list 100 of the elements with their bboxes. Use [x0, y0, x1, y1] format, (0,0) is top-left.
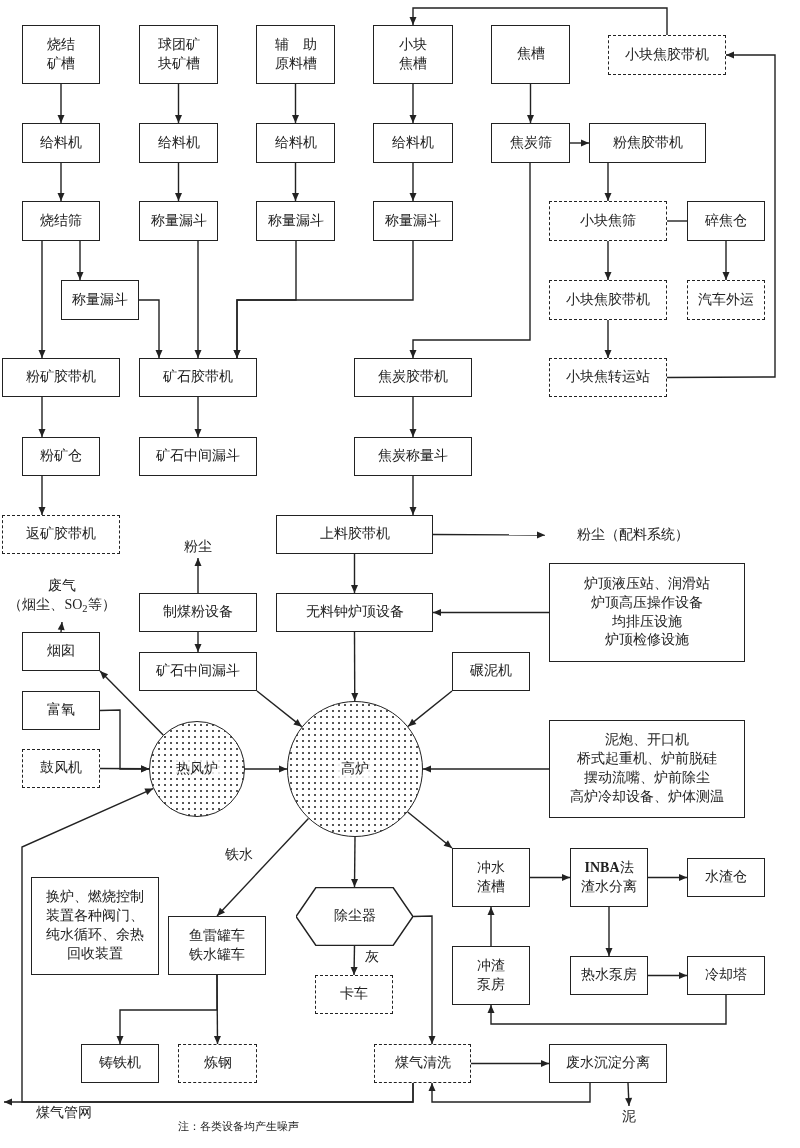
node-label: 桥式起重机、炉前脱硅 [577, 750, 717, 769]
node-label: 称量漏斗 [385, 211, 441, 230]
process-box [31, 877, 159, 975]
dashed-process-box [2, 515, 120, 554]
node-label: 废水沉淀分离 [566, 1054, 650, 1073]
node-label: 返矿胶带机 [26, 525, 96, 544]
process-box [139, 437, 257, 476]
arrow [351, 631, 359, 702]
node-label: 制煤粉设备 [163, 603, 233, 622]
output-label: 废气 [48, 577, 76, 596]
node-label: 辅 助原料槽 [273, 35, 318, 73]
arrow [409, 475, 417, 516]
node-label: 泥炮、开口机 [605, 731, 689, 750]
arrow [99, 670, 164, 736]
node-label: 称量漏斗 [150, 211, 207, 230]
arrow [292, 83, 299, 124]
dashed-process-box [374, 1044, 471, 1083]
process-box [570, 848, 648, 907]
node-label: 均排压设施 [612, 612, 682, 631]
arrow [76, 240, 84, 281]
arrow [432, 531, 546, 539]
arrow [407, 690, 453, 728]
node-label: 粉焦胶带机 [612, 133, 683, 152]
node-label: 上料胶带机 [319, 525, 390, 544]
node-label: 除尘器 [333, 907, 376, 926]
arrow [138, 299, 163, 359]
process-box [687, 858, 765, 897]
arrow [351, 553, 358, 594]
arrow [428, 1082, 591, 1103]
node-label: 无料钟炉顶设备 [305, 603, 404, 622]
node-label: 烧结矿槽 [46, 35, 76, 73]
node-label: 小块焦胶带机 [566, 290, 650, 309]
output-label: 粉尘（配料系统） [576, 525, 689, 544]
process-box [549, 1044, 667, 1083]
connector-line [666, 220, 688, 222]
process-box [139, 652, 257, 691]
node-label: 称量漏斗 [267, 211, 324, 230]
process-box [22, 691, 100, 730]
node-label: 称量漏斗 [72, 290, 128, 309]
node-label: 摆动流嘴、炉前除尘 [584, 769, 710, 787]
output-label: 粉尘 [184, 537, 212, 556]
process-box [373, 123, 453, 163]
arrow [21, 787, 414, 1103]
node-label: 烧结筛 [40, 211, 82, 230]
note-text: 煤气管网 [36, 1106, 92, 1120]
process-box [256, 201, 335, 241]
arrow [256, 690, 303, 728]
node-label: 焦炭胶带机 [378, 368, 448, 387]
arrow [57, 83, 65, 124]
process-box [61, 280, 139, 320]
arrow [409, 162, 531, 359]
node-label: 高炉 [337, 759, 373, 779]
arrow [529, 874, 571, 881]
process-box [276, 593, 433, 632]
arrow [194, 557, 202, 594]
arrow [99, 709, 150, 773]
process-box [22, 201, 100, 241]
process-box [2, 358, 120, 397]
dashed-process-box [22, 749, 100, 788]
arrow [647, 972, 688, 979]
node-label: 卡车 [340, 985, 368, 1004]
node-label: 炼钢 [203, 1054, 232, 1073]
arrow [175, 162, 182, 202]
arrow [569, 139, 590, 147]
process-box [256, 25, 335, 84]
node-label: 热水泵房 [581, 966, 637, 985]
node-label: 铸铁机 [99, 1054, 141, 1073]
node-label: 鼓风机 [40, 759, 82, 778]
arrow [350, 945, 358, 976]
process-box [570, 956, 648, 995]
process-box [22, 123, 100, 163]
process-box [139, 358, 257, 397]
arrow [99, 765, 150, 773]
arrow [38, 396, 46, 438]
node-label: 粉矿仓 [40, 447, 82, 466]
arrow [432, 609, 550, 616]
node-label: 冷却塔 [705, 966, 747, 985]
dashed-process-box [687, 280, 765, 320]
arrow [722, 240, 730, 281]
node-label: 小块焦转运站 [566, 368, 650, 387]
dashed-process-box [549, 280, 667, 320]
process-box [491, 25, 570, 84]
note-text: 注：各类设备均产生噪声 [178, 1121, 299, 1132]
node-label: 铁水罐车 [189, 945, 245, 964]
process-box [354, 437, 472, 476]
arrow [487, 906, 495, 947]
arrow [292, 162, 299, 202]
output-label: （烟尘、SO$_{2}$等） [8, 596, 116, 615]
arrow [216, 817, 310, 917]
process-box [549, 563, 745, 662]
node-label: 煤气清洗 [394, 1054, 451, 1073]
node-label: 换炉、燃烧控制装置各种阀门、纯水循环、余热回收装置 [45, 888, 145, 963]
arrow [409, 83, 417, 124]
arrow [604, 319, 612, 359]
process-box [549, 720, 745, 818]
arrow [470, 1060, 550, 1067]
dashed-process-box [608, 35, 726, 75]
node-label: INBA法渣水分离 [580, 858, 638, 896]
arrow [409, 396, 417, 438]
node-label: 炉顶检修设施 [605, 631, 689, 650]
